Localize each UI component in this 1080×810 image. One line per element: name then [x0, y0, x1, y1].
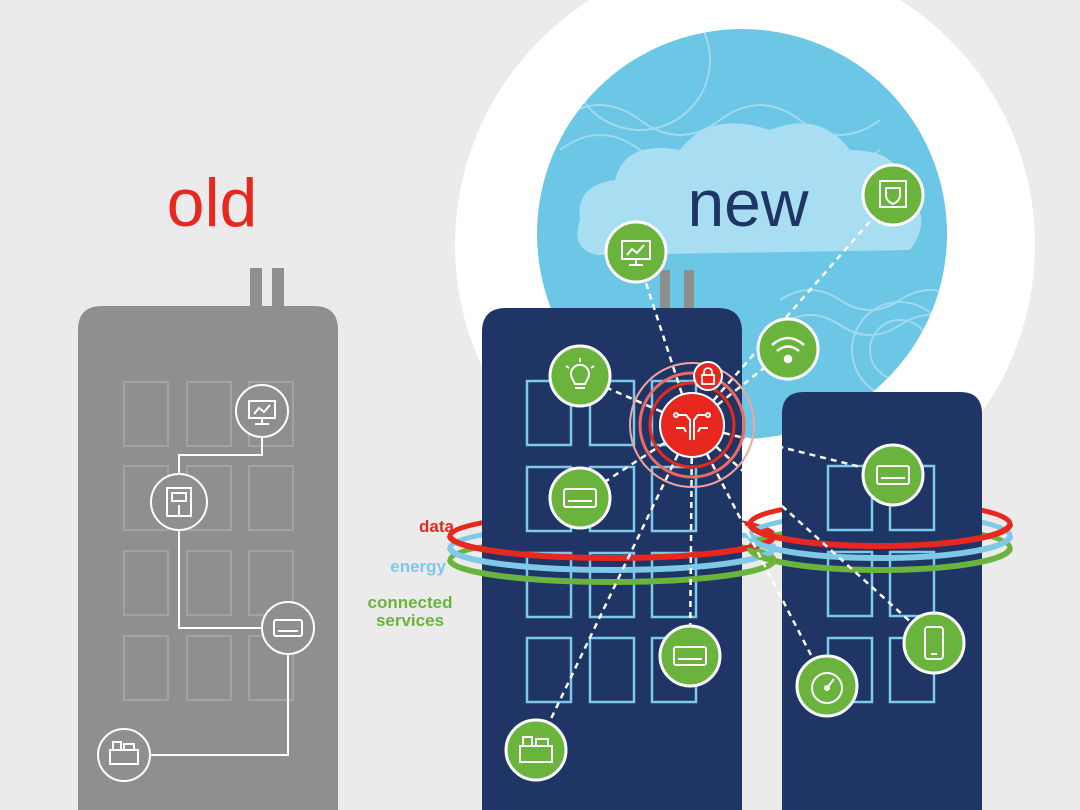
monitor-chart-icon: [248, 400, 276, 425]
ac-unit-icon: [673, 646, 707, 666]
circuit-hub-icon: [673, 412, 711, 440]
wifi-icon: [771, 336, 805, 364]
node-ac-main: [548, 466, 612, 530]
machine-icon: [519, 736, 553, 763]
ring-label-data: data: [419, 517, 455, 536]
shield-icon: [879, 180, 907, 208]
node-ac-secondary: [861, 443, 925, 507]
machine-icon: [109, 741, 139, 765]
new-label: new: [687, 166, 808, 240]
ring-label-energy: energy: [390, 557, 446, 576]
gauge-icon: [811, 672, 843, 704]
ac-unit-icon: [563, 488, 597, 508]
lock-icon: [701, 367, 715, 385]
ring-label-connected: connected: [367, 593, 452, 612]
old-windows: [123, 381, 294, 701]
old-label: old: [167, 165, 258, 241]
ac-unit-icon: [876, 465, 910, 485]
old-wire: [178, 526, 262, 629]
smartphone-icon: [924, 626, 944, 660]
central-hub: [629, 361, 755, 488]
node-smartphone: [902, 611, 966, 675]
monitor-chart-icon: [621, 240, 651, 266]
node-gauge: [795, 654, 859, 718]
old-monitor-node: [235, 384, 289, 438]
ac-unit-icon: [273, 619, 303, 637]
ring-label-services: services: [376, 611, 444, 630]
cloud-shape: [577, 123, 922, 255]
node-wifi: [756, 317, 820, 381]
old-building: [78, 268, 338, 810]
node-ac-lower: [658, 624, 722, 688]
lightbulb-icon: [565, 358, 595, 389]
node-lightbulb: [548, 344, 612, 408]
old-thermostat-node: [150, 473, 208, 531]
old-machine-node: [97, 728, 151, 782]
lock-node: [693, 361, 723, 391]
thermostat-panel-icon: [166, 487, 192, 517]
old-ac-node: [261, 601, 315, 655]
node-machine: [504, 718, 568, 782]
old-wire: [150, 654, 289, 756]
node-monitor: [604, 220, 668, 284]
node-shield: [861, 163, 925, 227]
